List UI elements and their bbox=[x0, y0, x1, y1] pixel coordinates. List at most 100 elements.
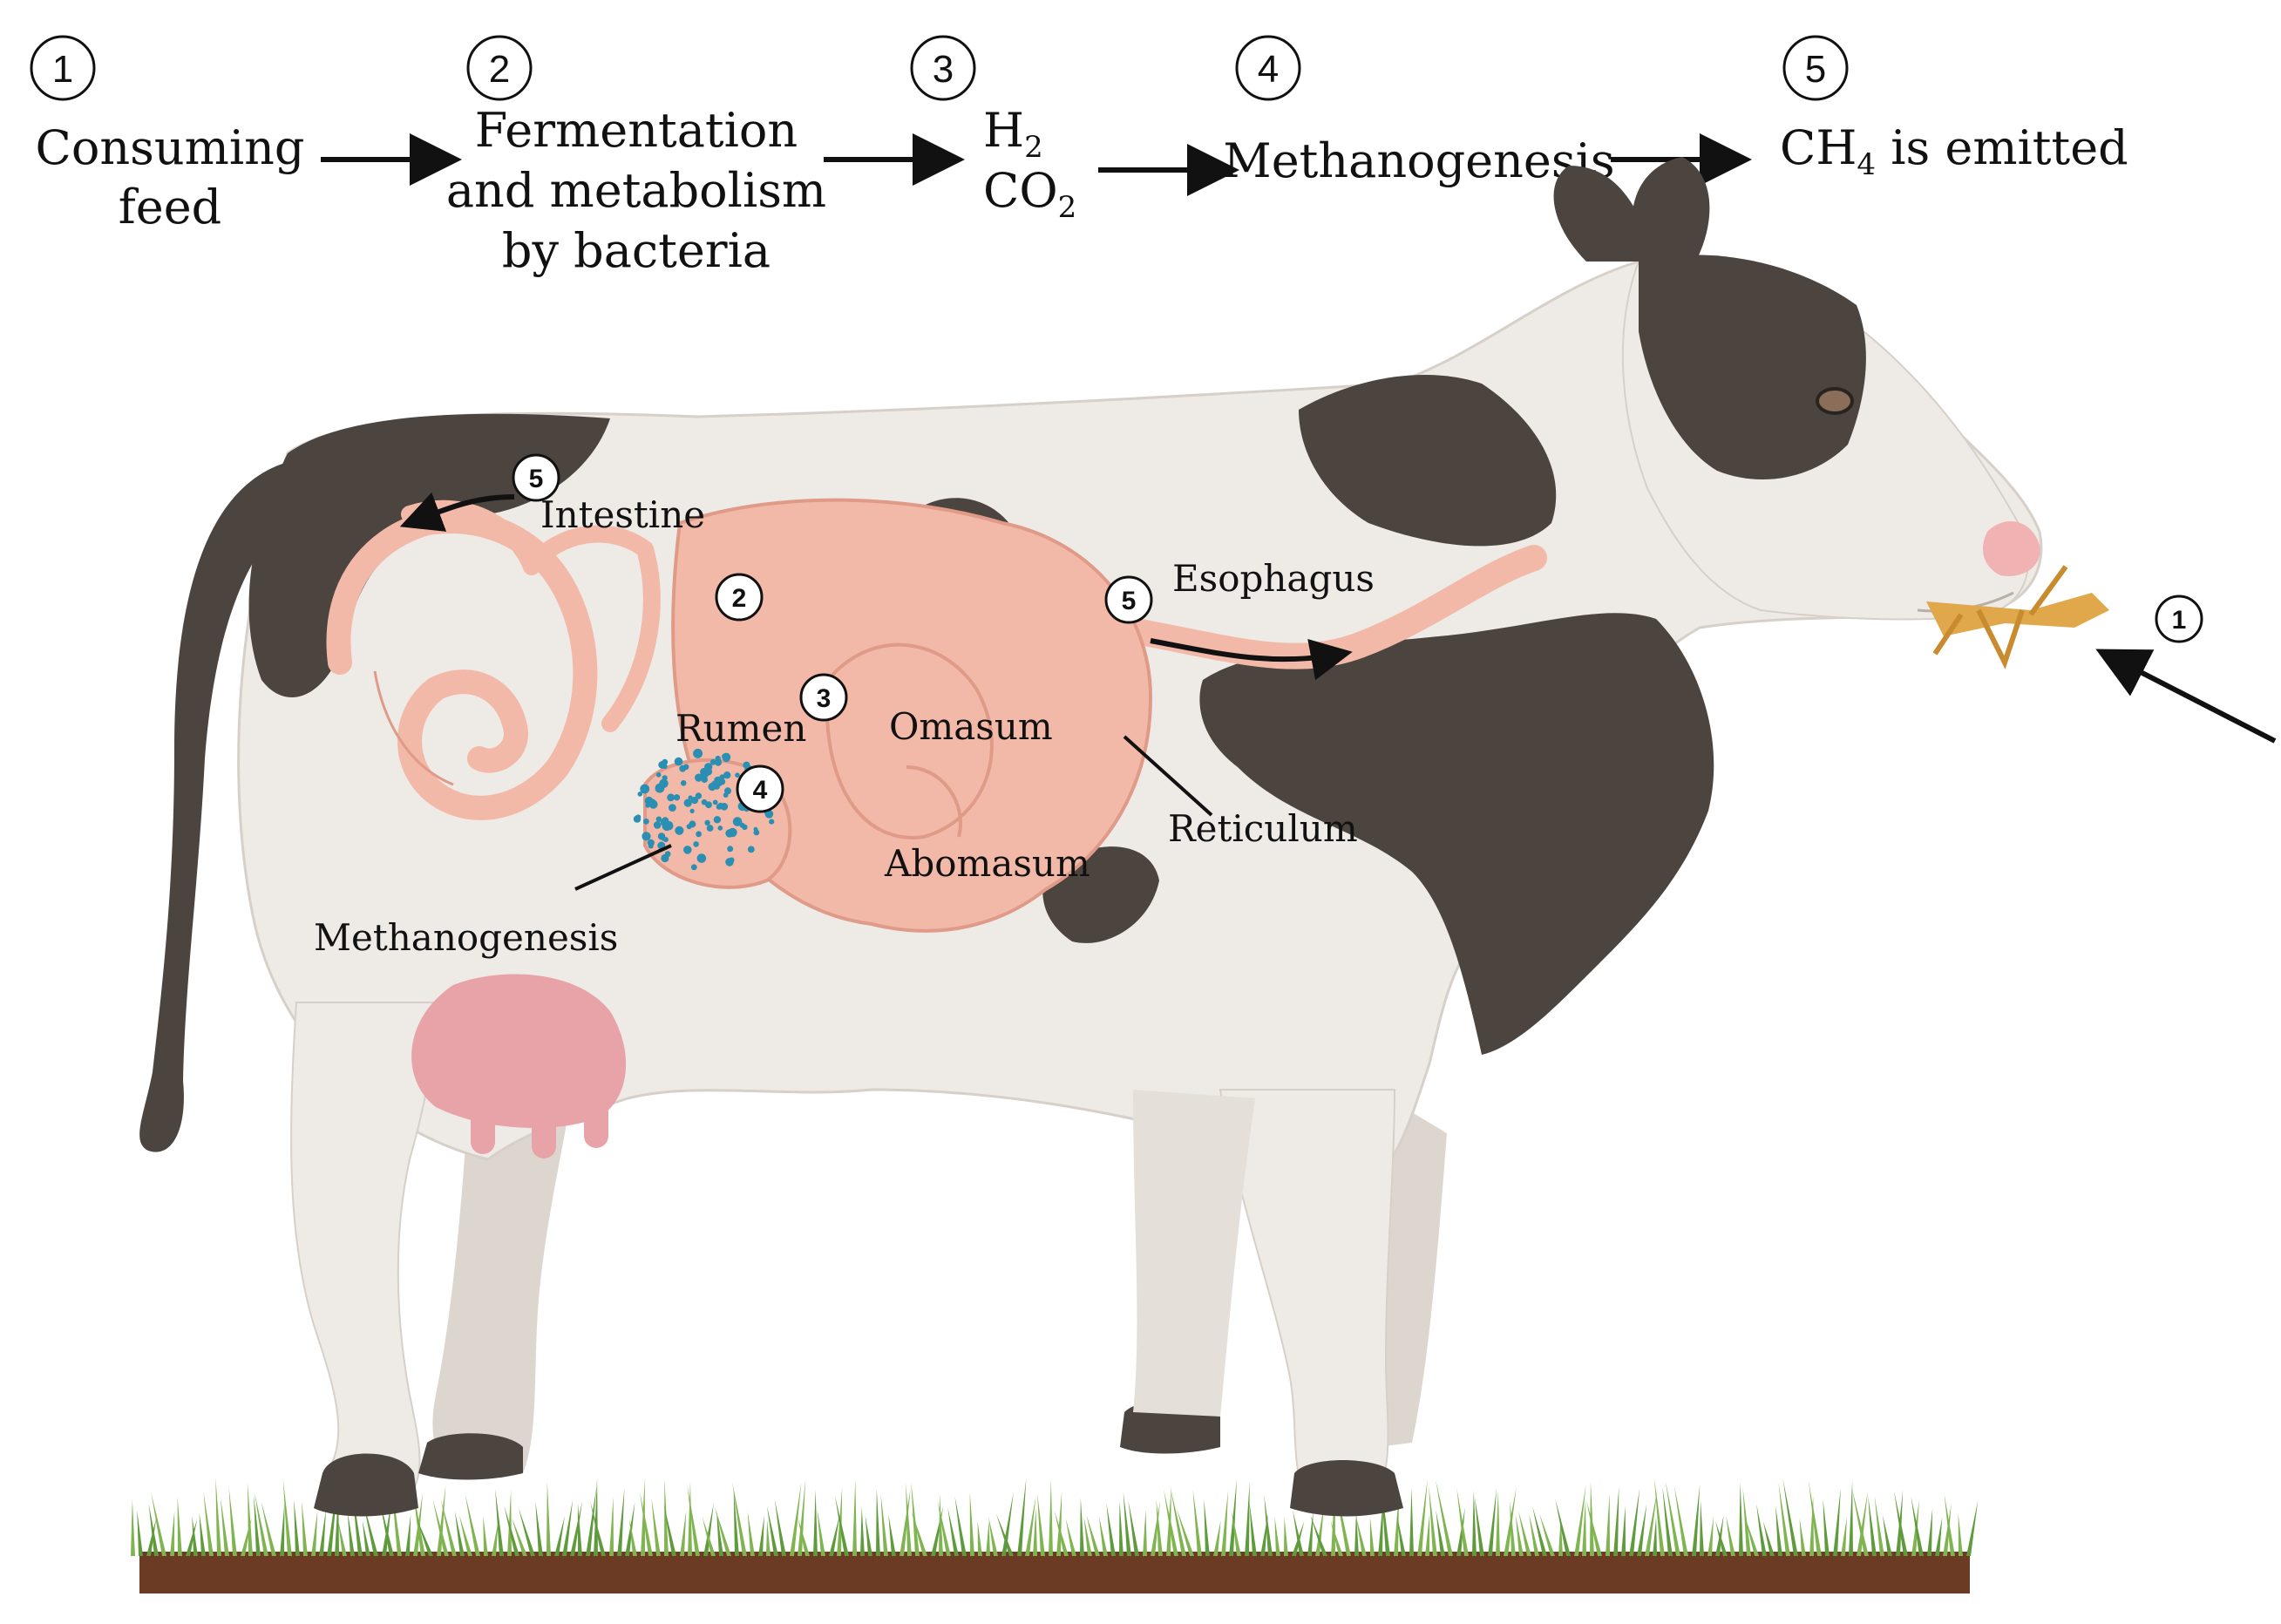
neck-patch bbox=[1299, 375, 1557, 547]
grass-blade bbox=[1504, 1486, 1517, 1556]
methane-dot bbox=[727, 846, 734, 853]
grass-blade bbox=[1381, 1479, 1390, 1556]
methane-dot bbox=[675, 826, 684, 835]
grass-blade bbox=[1310, 1515, 1327, 1556]
grass-blade bbox=[577, 1503, 582, 1556]
methane-dot bbox=[655, 772, 662, 778]
grass-blade bbox=[1809, 1480, 1822, 1556]
grass-blade bbox=[1025, 1496, 1036, 1556]
grass-blade bbox=[465, 1493, 480, 1556]
methane-dot bbox=[696, 831, 702, 838]
h2-main: H bbox=[983, 103, 1024, 158]
grass-blade bbox=[1539, 1513, 1555, 1556]
grass-blade bbox=[1472, 1490, 1477, 1556]
grass-blade bbox=[852, 1478, 857, 1556]
grass-blade bbox=[947, 1507, 959, 1556]
ch4-subscript: 4 bbox=[1857, 147, 1876, 182]
grass-blade bbox=[663, 1504, 676, 1556]
grass-blade bbox=[1056, 1491, 1062, 1556]
grass-blade bbox=[1033, 1507, 1037, 1556]
methane-dot bbox=[717, 826, 723, 831]
grass-blade bbox=[512, 1517, 527, 1556]
grass-blade bbox=[1456, 1487, 1469, 1556]
grass-blade bbox=[440, 1499, 457, 1556]
grass-blade bbox=[347, 1512, 355, 1556]
grass-blade bbox=[1213, 1520, 1221, 1556]
grass-blade bbox=[1315, 1504, 1325, 1556]
grass-blade bbox=[1692, 1484, 1701, 1556]
grass-blade bbox=[337, 1519, 347, 1556]
step-2-number: 2 bbox=[489, 48, 510, 91]
grass-blade bbox=[954, 1496, 967, 1556]
grass-blade bbox=[702, 1517, 716, 1556]
grass-blades bbox=[131, 1478, 1979, 1556]
teats bbox=[471, 1103, 608, 1159]
co2-formula: CO2 bbox=[983, 163, 1076, 225]
methane-dot bbox=[693, 748, 703, 758]
grass-blade bbox=[416, 1517, 433, 1556]
step-4-number: 4 bbox=[1258, 48, 1279, 91]
grass-blade bbox=[1429, 1486, 1437, 1556]
grass-blade bbox=[1558, 1517, 1563, 1556]
methane-dot bbox=[648, 843, 654, 849]
methane-dot bbox=[701, 776, 709, 783]
grass-blade bbox=[590, 1501, 606, 1556]
grass-blade bbox=[1613, 1486, 1619, 1556]
h2-subscript: 2 bbox=[1024, 130, 1043, 165]
grass-blade bbox=[1409, 1488, 1414, 1556]
grass-blade bbox=[1882, 1514, 1892, 1556]
grass-blade bbox=[1086, 1514, 1100, 1556]
grass-blade bbox=[996, 1513, 1014, 1556]
grass-blade bbox=[1098, 1516, 1108, 1556]
grass-blade bbox=[1232, 1511, 1241, 1556]
grass-blade bbox=[1943, 1503, 1952, 1556]
label-rumen: Rumen bbox=[675, 707, 806, 750]
grass-blade bbox=[570, 1501, 583, 1556]
grass-blade bbox=[1177, 1508, 1194, 1556]
co2-main: CO bbox=[983, 163, 1058, 218]
grass-blade bbox=[733, 1488, 739, 1556]
abomasum-fold bbox=[906, 765, 962, 838]
grass-blade bbox=[1935, 1517, 1943, 1556]
grass-blade bbox=[215, 1478, 221, 1556]
grass-blade bbox=[798, 1517, 810, 1556]
grass-blade bbox=[1417, 1478, 1428, 1556]
grass-blade bbox=[1739, 1481, 1743, 1556]
methane-dot bbox=[680, 780, 687, 786]
grass-blade bbox=[834, 1495, 849, 1556]
grass-blade bbox=[988, 1517, 998, 1556]
ch4-statement: CH4 is emitted bbox=[1780, 120, 2128, 182]
grass-blade bbox=[177, 1496, 182, 1556]
grass-blade bbox=[1171, 1488, 1186, 1556]
grass-blade bbox=[1354, 1511, 1359, 1556]
grass-blade bbox=[1674, 1486, 1688, 1556]
grass-blade bbox=[1590, 1481, 1594, 1556]
grass-blade bbox=[1293, 1510, 1304, 1556]
cow-nose bbox=[1983, 521, 2040, 576]
grass-blade bbox=[617, 1488, 625, 1556]
grass-blade bbox=[228, 1487, 237, 1556]
annotations: 5 2 3 4 5 1 Intestine Esophagus Rumen Om… bbox=[314, 453, 2277, 959]
methane-dot bbox=[728, 827, 737, 838]
grass-blade bbox=[937, 1500, 951, 1556]
methane-dot bbox=[640, 784, 650, 794]
step-4-line-1: Methanogenesis bbox=[1223, 133, 1614, 188]
grass-blade bbox=[1245, 1481, 1250, 1556]
methane-dot bbox=[674, 757, 683, 766]
grass-blade bbox=[829, 1514, 840, 1556]
grass-blade bbox=[280, 1503, 285, 1556]
step-2-line-1: Fermentation bbox=[475, 103, 798, 158]
grass-blade bbox=[1436, 1510, 1445, 1556]
methane-dot bbox=[653, 821, 662, 829]
grass-blade bbox=[798, 1479, 806, 1556]
ear-front bbox=[1632, 157, 1710, 270]
step-1-line-1: Consuming bbox=[36, 120, 305, 175]
grass-blade bbox=[1080, 1498, 1084, 1556]
grass-blade bbox=[911, 1510, 927, 1556]
grass-blade bbox=[203, 1491, 214, 1556]
grass-blade bbox=[594, 1478, 598, 1556]
methane-dot bbox=[693, 841, 699, 847]
step-3-number: 3 bbox=[933, 48, 954, 91]
